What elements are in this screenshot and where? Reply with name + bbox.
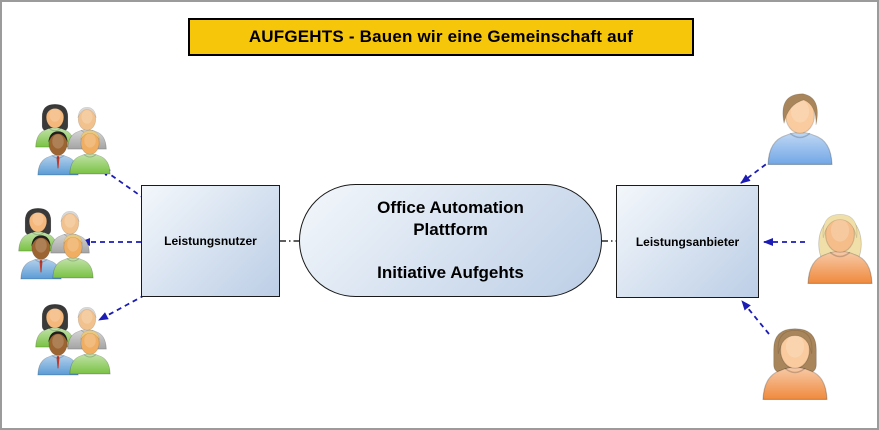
provider-person-top user-icon [762, 88, 838, 168]
left-node-leistungsnutzer: Leistungsnutzer [141, 185, 280, 297]
user-group-bottom [32, 302, 114, 380]
users-group-member-icon man-dark-skin-icon [34, 328, 82, 376]
users-group-member-icon person-blonde-icon [66, 327, 114, 375]
users-group-member-icon person-blonde-icon [66, 127, 114, 175]
provider-person-middle user-icon [802, 206, 877, 288]
center-node-line3: Initiative Aufgehts [377, 263, 524, 283]
center-node-line2: Plattform [413, 219, 488, 239]
left-node-label: Leistungsnutzer [164, 234, 257, 248]
title-banner: AUFGEHTS - Bauen wir eine Gemeinschaft a… [188, 18, 694, 56]
right-node-label: Leistungsanbieter [635, 234, 740, 249]
user-group-top [32, 102, 114, 180]
center-node-platform: Office Automation Plattform Initiative A… [299, 184, 602, 297]
provider-person-bottom user-icon [757, 322, 833, 404]
title-banner-label: AUFGEHTS - Bauen wir eine Gemeinschaft a… [248, 27, 634, 46]
user-group-middle [15, 206, 97, 284]
users-group-member-icon person-blonde-icon [49, 231, 97, 279]
users-group-member-icon man-dark-skin-icon [17, 232, 65, 280]
right-node-leistungsanbieter: Leistungsanbieter [616, 185, 759, 298]
users-group-member-icon man-dark-skin-icon [34, 128, 82, 176]
center-node-line1: Office Automation [377, 197, 524, 217]
